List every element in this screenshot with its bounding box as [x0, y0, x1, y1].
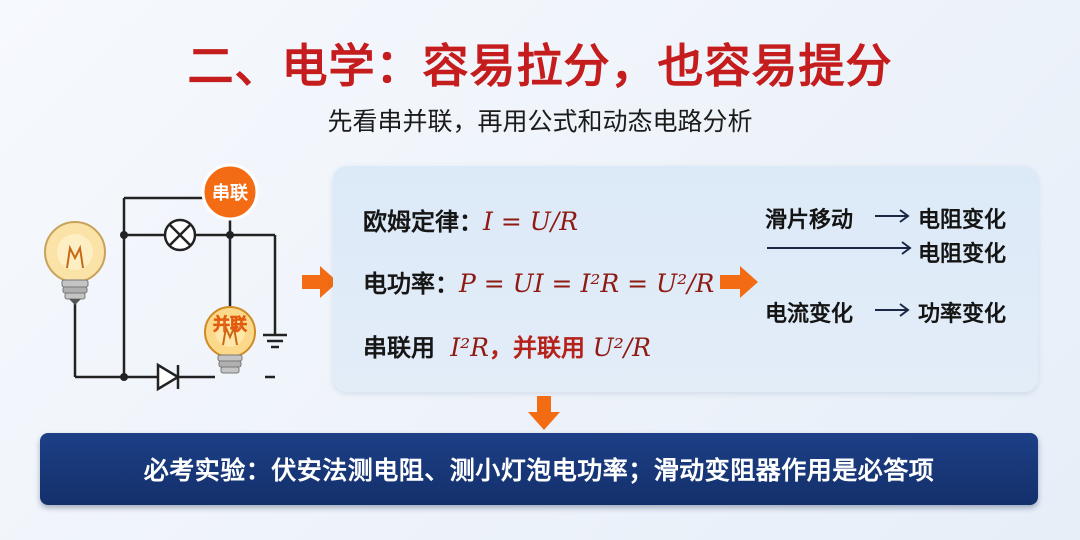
usage-row: 串联用 I²R，并联用 U²/R — [363, 328, 651, 363]
power-expression: P = UI = I²R = U²/R — [459, 269, 715, 298]
slider-move-text: 滑片移动 — [765, 208, 854, 233]
parallel-badge: 并联 — [213, 314, 248, 336]
arrow-right-icon — [720, 266, 758, 298]
arrow-right-icon — [302, 266, 338, 298]
current-change-text: 电流变化 — [765, 302, 854, 327]
circuit-diagram: 串联 并联 — [44, 163, 287, 392]
circuit-wires — [73, 196, 287, 379]
banner-text: 必考实验：伏安法测电阻、测小灯泡电功率；滑动变阻器作用是必答项 — [143, 456, 935, 485]
junction-dots — [120, 231, 234, 381]
power-row: 电功率：P = UI = I²R = U²/R — [363, 264, 714, 299]
power-label: 电功率： — [363, 270, 459, 298]
ohm-law-row: 欧姆定律：I = U/R — [363, 202, 578, 237]
arrow-down-icon — [528, 396, 560, 430]
series-badge: 串联 — [201, 163, 259, 221]
ohm-law-label: 欧姆定律： — [363, 208, 483, 236]
power-change-text: 功率变化 — [918, 302, 1007, 327]
page-title: 二、电学：容易拉分，也容易提分 — [187, 39, 893, 93]
usage-series-label: 串联用 — [363, 334, 435, 362]
arrow-long-icon — [767, 241, 912, 255]
ohm-law-expression: I = U/R — [483, 207, 579, 236]
parallel-badge-label: 并联 — [213, 314, 247, 335]
arrow-thin-icon — [875, 303, 910, 317]
parallel-lightbulb-icon — [204, 306, 256, 374]
formula-panel: 欧姆定律：I = U/R 电功率：P = UI = I²R = U²/R 串联用… — [333, 166, 1038, 392]
usage-series-expression: I²R — [450, 333, 489, 362]
exam-experiments-banner: 必考实验：伏安法测电阻、测小灯泡电功率；滑动变阻器作用是必答项 — [40, 433, 1038, 505]
resistance-change-text-2: 电阻变化 — [918, 242, 1007, 267]
usage-parallel-label: 并联用 — [513, 334, 585, 362]
page-subtitle: 先看串并联，再用公式和动态电路分析 — [327, 107, 753, 136]
usage-separator: ， — [489, 334, 513, 362]
diode-symbol-icon — [150, 362, 205, 392]
arrow-thin-icon — [875, 209, 910, 223]
series-badge-label: 串联 — [212, 183, 248, 204]
usage-parallel-expression: U²/R — [592, 333, 651, 362]
resistance-change-text-1: 电阻变化 — [918, 208, 1007, 233]
lightbulb-icon — [44, 221, 106, 305]
lamp-symbol-icon — [163, 218, 197, 252]
